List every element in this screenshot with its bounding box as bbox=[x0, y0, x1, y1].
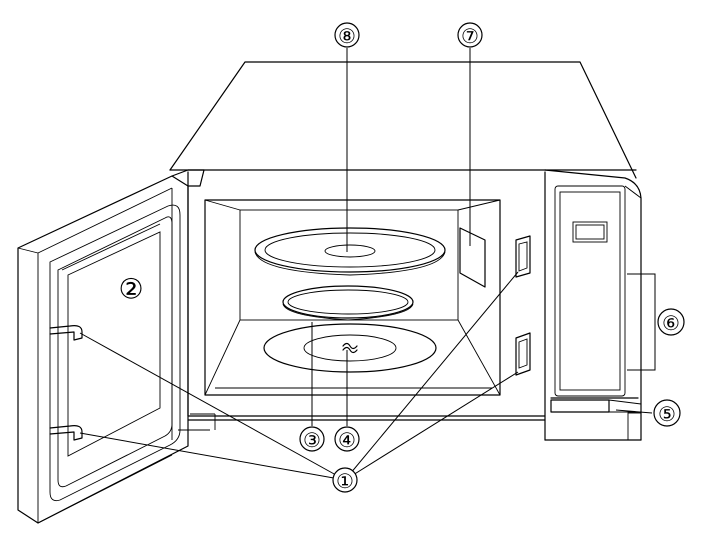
callout-3-label: ③ bbox=[303, 428, 321, 452]
callout-4: ④ bbox=[334, 426, 360, 452]
door-release-button bbox=[550, 397, 642, 441]
callout-7-label: ⑦ bbox=[461, 24, 479, 48]
callout-4-label: ④ bbox=[338, 428, 356, 452]
callout-6: ⑥ bbox=[657, 308, 685, 336]
glass-tray bbox=[254, 227, 446, 276]
callout-6-label: ⑥ bbox=[662, 311, 680, 335]
leader-lines bbox=[79, 48, 656, 481]
callout-8-label: ⑧ bbox=[338, 24, 356, 48]
turntable-shaft bbox=[263, 323, 437, 373]
waveguide-cover bbox=[459, 227, 486, 288]
callout-7: ⑦ bbox=[457, 22, 483, 48]
oven-door bbox=[17, 169, 205, 524]
callout-3: ③ bbox=[299, 426, 325, 452]
callout-1-label: ① bbox=[336, 469, 354, 493]
callout-8: ⑧ bbox=[334, 22, 360, 48]
control-panel bbox=[544, 169, 642, 441]
callout-2-label: ② bbox=[118, 273, 143, 306]
oven-cavity bbox=[187, 171, 546, 441]
callout-5: ⑤ bbox=[653, 399, 681, 427]
cabinet-body bbox=[169, 61, 637, 431]
callout-5-label: ⑤ bbox=[658, 402, 676, 426]
door-lock-slots bbox=[515, 235, 531, 376]
turntable-ring-assembly bbox=[282, 285, 414, 321]
callout-1: ① bbox=[332, 467, 358, 493]
callout-2: ② bbox=[118, 273, 143, 306]
